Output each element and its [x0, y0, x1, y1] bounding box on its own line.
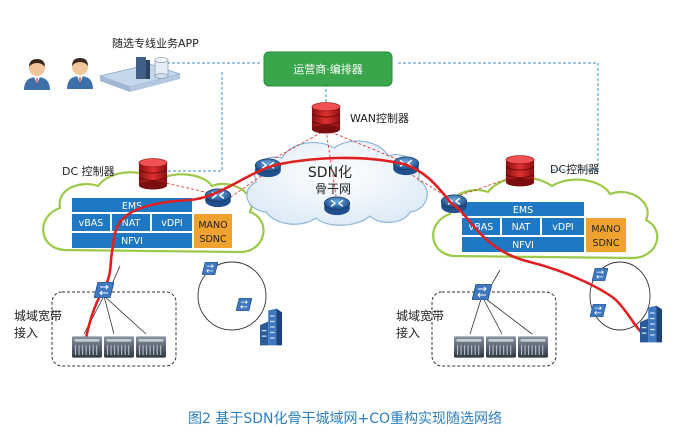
dc-left-ems-label: EMS — [122, 201, 142, 212]
metro-ring-right — [589, 261, 651, 331]
dc-right-vnf-box — [542, 218, 584, 235]
switch-icon — [236, 298, 252, 311]
dc-left-controller-label: DC 控制器 — [62, 164, 115, 178]
access-right-label-line2: 接入 — [396, 325, 420, 340]
dc-right-stack: EMS vBAS NAT vDPI NFVI MANO SDNC — [462, 202, 626, 252]
orchestrator-to-left-dc-link — [160, 72, 223, 172]
dc-left-mano-label: MANO — [198, 220, 227, 231]
switch-icon — [472, 284, 492, 300]
dc-left-nfvi-box — [72, 233, 192, 248]
dc-right-ems-label: EMS — [513, 205, 533, 216]
building-icon — [640, 304, 662, 344]
olt-icon — [136, 336, 166, 358]
switch-icon — [592, 268, 608, 281]
dc-left-mano-box — [194, 214, 232, 248]
dc-left-vnf-box — [152, 214, 192, 231]
dc-right-vnf-box — [502, 218, 540, 235]
orchestrator-to-right-dc-link — [398, 62, 599, 171]
router-icon — [323, 196, 351, 216]
user-icon — [24, 59, 50, 90]
dc-left-vnf-label: vBAS — [79, 218, 104, 229]
access-links — [83, 265, 533, 335]
dc-right-vnf-label: NAT — [512, 222, 531, 233]
olt-icon — [454, 336, 484, 358]
access-left-label-line2: 接入 — [14, 325, 38, 340]
dc-right-database-icon — [505, 155, 535, 187]
dc-left-vnf-box — [112, 214, 150, 231]
dc-left-database-icon — [138, 158, 168, 190]
dc-left-vnf-box — [72, 214, 110, 231]
dc-right-nfvi-label: NFVI — [512, 240, 534, 251]
olt-icon — [486, 336, 516, 358]
user-icon — [67, 58, 93, 89]
olt-icon — [518, 336, 548, 358]
dc-left-vnf-label: NAT — [122, 218, 141, 229]
dc-right-ems-box — [462, 202, 584, 216]
access-left-area — [51, 291, 177, 367]
dc-left-sdnc-label: SDNC — [199, 234, 226, 245]
olt-icon — [72, 336, 102, 358]
orchestrator-box — [263, 51, 393, 87]
management-links — [160, 62, 599, 172]
dc-left-nfvi-label: NFVI — [121, 236, 143, 247]
dc-right-vnf-label: vDPI — [552, 222, 573, 233]
olt-icon — [104, 336, 134, 358]
switch-icon — [590, 304, 606, 317]
backbone-label-line2: 骨干网 — [315, 182, 351, 196]
backbone-label-line1: SDN化 — [308, 165, 352, 181]
wan-database-icon — [311, 102, 341, 134]
app-label: 随选专线业务APP — [112, 36, 199, 50]
dc-right-vnf-label: vBAS — [469, 222, 494, 233]
dc-right-controller-label: DC控制器 — [550, 162, 599, 176]
switch-icon — [94, 282, 114, 298]
dc-right-mano-box — [586, 218, 626, 252]
access-right-area — [431, 291, 557, 367]
building-icon — [260, 308, 282, 346]
metro-ring-left — [197, 261, 267, 331]
access-right-label-line1: 城域宽带 — [396, 308, 444, 323]
access-left-label-line1: 城域宽带 — [14, 308, 62, 323]
figure-caption: 图2 基于SDN化骨干城域网+CO重构实现随选网络 — [187, 411, 503, 427]
dc-left-vnf-label: vDPI — [161, 218, 182, 229]
orchestrator-label: 运营商·编排器 — [293, 62, 363, 76]
dc-right-sdnc-label: SDNC — [592, 238, 619, 249]
switch-icon — [202, 262, 218, 275]
app-database-icon — [154, 57, 169, 79]
service-path — [82, 156, 648, 352]
dc-right-mano-label: MANO — [591, 224, 620, 235]
wan-controller-label: WAN控制器 — [350, 111, 409, 125]
dc-right-nfvi-box — [462, 237, 584, 252]
